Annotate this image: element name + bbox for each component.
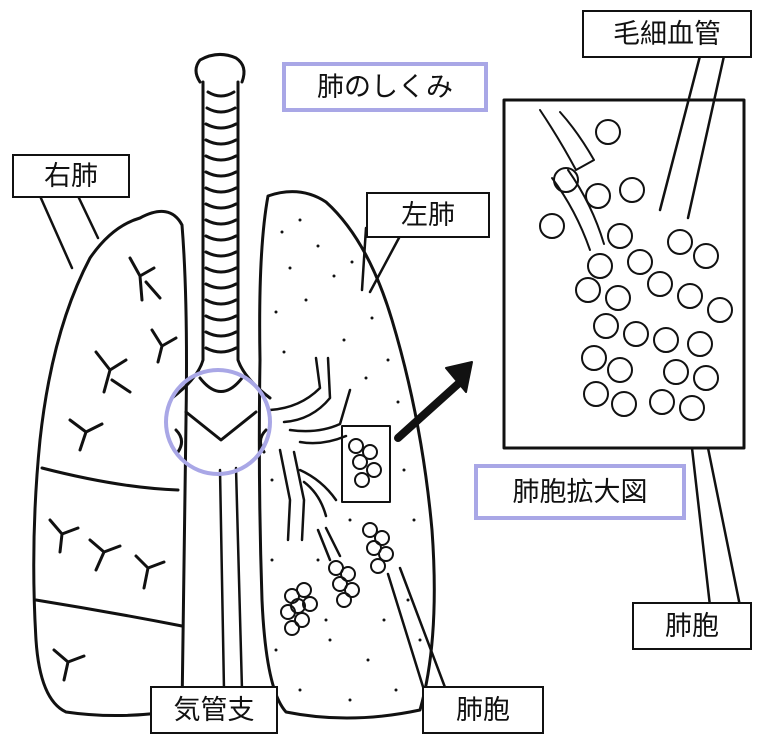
right-lung: [34, 211, 187, 715]
enlarged-view-label: 肺胞拡大図: [474, 464, 686, 520]
title-label: 肺のしくみ: [282, 62, 488, 112]
zoom-arrow: [398, 362, 472, 438]
capillary-label: 毛細血管: [582, 10, 752, 58]
bronchus-label: 気管支: [150, 686, 278, 734]
enlarged-alveoli: [540, 110, 732, 420]
leader-lines: [40, 56, 740, 690]
right-lung-label: 右肺: [12, 154, 130, 198]
leader-capillary: [660, 56, 724, 218]
lung-stipple: [271, 219, 422, 702]
leader-alveolus-lung: [388, 568, 446, 690]
left-lung-label: 左肺: [366, 192, 490, 238]
alveolus-lung-label: 肺胞: [422, 686, 544, 734]
alveolus-inset-label: 肺胞: [632, 602, 752, 650]
alveoli-clusters: [281, 426, 393, 635]
leader-alveolus-inset: [692, 448, 740, 606]
enlarged-view-frame: [504, 100, 744, 448]
leader-bronchus: [220, 468, 242, 690]
bronchial-tree: [270, 358, 350, 560]
bronchus-highlight-circle: [166, 370, 270, 474]
